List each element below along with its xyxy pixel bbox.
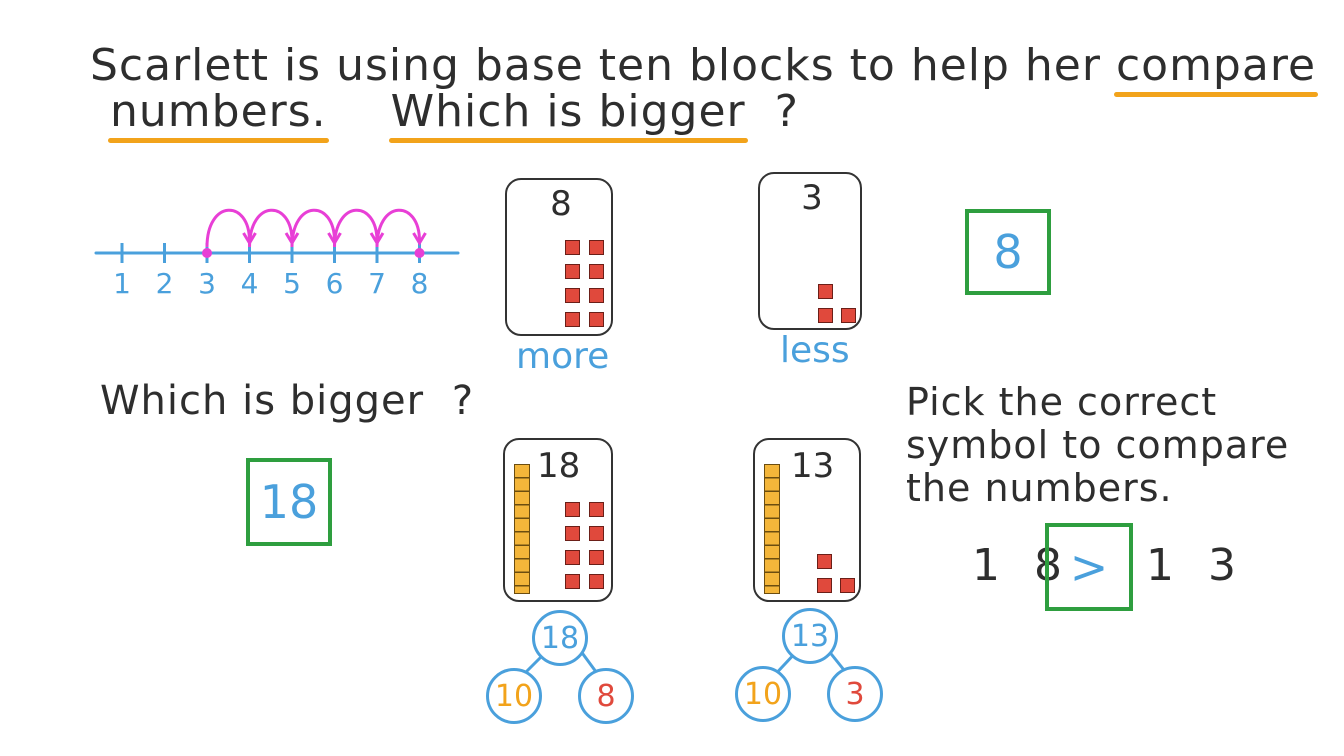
symbol-answer-box: > [1045, 523, 1133, 611]
ones-block [817, 578, 832, 593]
ones-block [589, 574, 604, 589]
ones-block [589, 502, 604, 517]
question-qmark: ? [451, 378, 475, 424]
bond-tens-10: 10 [486, 668, 542, 724]
ones-block [565, 526, 580, 541]
ones-block [589, 526, 604, 541]
ones-block [589, 312, 604, 327]
title-compare: compare [1113, 40, 1319, 97]
ones-block [565, 240, 580, 255]
pick-line-1: Pick the correct [906, 380, 1218, 424]
title-numbers: numbers. [108, 86, 329, 143]
title-text: Scarlett is using base ten blocks to hel… [90, 40, 1116, 91]
pick-line-2: symbol to compare [906, 423, 1290, 467]
number-line-hop-arrow [412, 232, 427, 246]
ones-blocks-8 [565, 240, 604, 327]
number-line-label: 1 [113, 267, 131, 300]
ones-block [589, 550, 604, 565]
card-3: 3 [758, 172, 862, 330]
ones-block [565, 264, 580, 279]
number-line-label: 3 [198, 267, 216, 300]
card-13-number: 13 [791, 446, 835, 486]
bond-total-18: 18 [532, 610, 588, 666]
card-13: 13 [753, 438, 861, 602]
pick-line-3: the numbers. [906, 466, 1173, 510]
number-line-hop [205, 208, 251, 248]
ones-blocks-18 [565, 502, 604, 589]
ones-block [818, 284, 833, 299]
ones-block [589, 288, 604, 303]
ones-block [565, 550, 580, 565]
number-line-label: 7 [368, 267, 386, 300]
bond-ones-3: 3 [827, 666, 883, 722]
number-line-label: 5 [283, 267, 301, 300]
number-line-hop [375, 208, 421, 248]
bond-total-13: 13 [782, 608, 838, 664]
number-line-endpoint [202, 248, 212, 258]
ones-block [589, 240, 604, 255]
answer-box-18: 18 [246, 458, 332, 546]
ones-block [818, 308, 833, 323]
number-line-hop [333, 208, 379, 248]
ones-block [565, 288, 580, 303]
title-line-1: Scarlett is using base ten blocks to hel… [90, 40, 1319, 97]
card-8-number: 8 [550, 184, 572, 224]
tens-rod [514, 464, 530, 594]
number-line-hop [290, 208, 336, 248]
ones-block [589, 264, 604, 279]
number-line-hop [248, 208, 294, 248]
title-which: Which is bigger [388, 86, 748, 143]
card-8: 8 [505, 178, 613, 336]
number-line-endpoint [414, 248, 425, 258]
title-qmark: ? [774, 86, 799, 137]
ones-block [817, 554, 832, 569]
question-which-bigger: Which is bigger ? [100, 378, 474, 424]
card-3-number: 3 [801, 178, 823, 218]
ones-block [565, 312, 580, 327]
bond-tens-10: 10 [735, 666, 791, 722]
number-line-label: 2 [156, 267, 174, 300]
bond-ones-8: 8 [578, 668, 634, 724]
ones-block [565, 574, 580, 589]
ones-block [840, 578, 855, 593]
number-line-label: 6 [326, 267, 344, 300]
ones-block [565, 502, 580, 517]
number-line-label: 4 [241, 267, 259, 300]
compare-right-number: 1 3 [1146, 540, 1246, 591]
caption-more: more [516, 336, 610, 377]
card-18: 18 [503, 438, 613, 602]
answer-box-8: 8 [965, 209, 1051, 295]
tens-rod [764, 464, 780, 594]
ones-block [841, 308, 856, 323]
title-line-2: numbers. Which is bigger ? [108, 86, 799, 143]
question-text: Which is bigger [100, 378, 425, 424]
card-18-number: 18 [537, 446, 581, 486]
number-line-label: 8 [411, 267, 429, 300]
caption-less: less [780, 330, 850, 371]
